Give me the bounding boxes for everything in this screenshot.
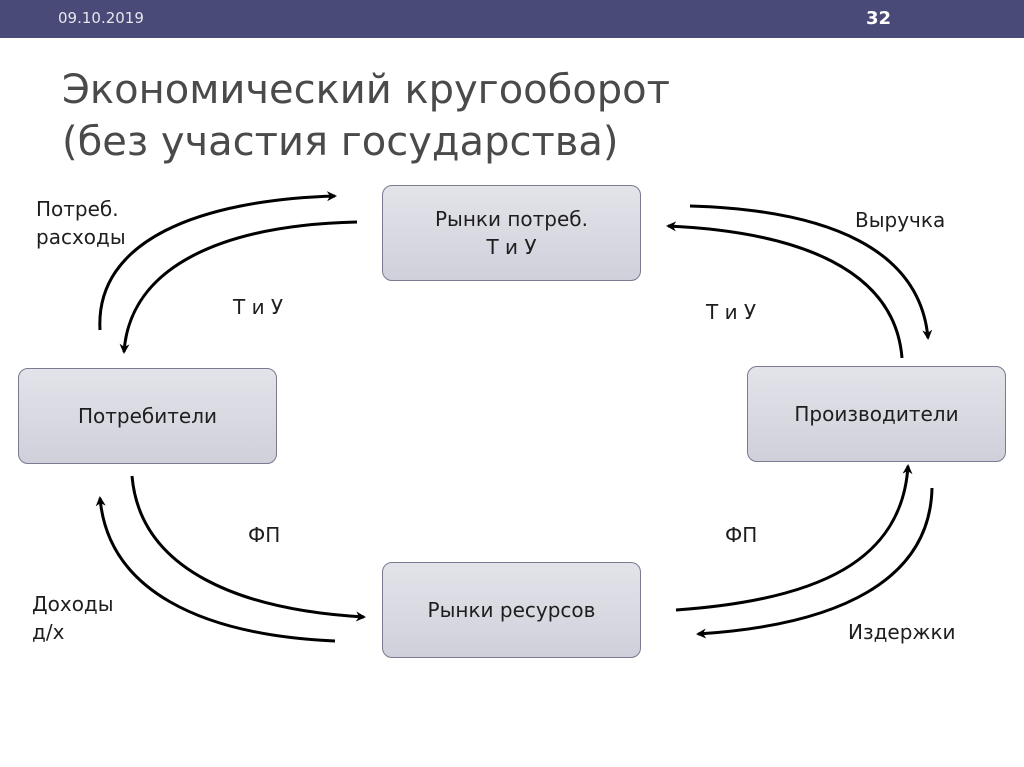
- node-resource-market: Рынки ресурсов: [382, 562, 641, 658]
- consumer-spending-line-2: расходы: [36, 225, 126, 249]
- label-goods-right: Т и У: [706, 300, 757, 324]
- node-consumer-market: Рынки потреб. Т и У: [382, 185, 641, 281]
- slide-date: 09.10.2019: [58, 9, 144, 27]
- arrow-goods-inner: [119, 220, 358, 354]
- header-bar: 09.10.2019 32: [0, 0, 1024, 38]
- label-fp-right: ФП: [725, 523, 758, 547]
- label-goods-left: Т и У: [233, 295, 284, 319]
- producers-label: Производители: [794, 402, 959, 426]
- arrow-fp-left-inner: [130, 475, 366, 622]
- label-fp-left: ФП: [248, 523, 281, 547]
- node-producers: Производители: [747, 366, 1006, 462]
- consumer-market-line-1: Рынки потреб.: [434, 207, 589, 231]
- arrow-costs-outer: [696, 487, 934, 639]
- arrow-income-outer: [95, 496, 336, 643]
- arrow-spending-outer: [98, 191, 337, 331]
- arrow-revenue-outer: [689, 204, 933, 340]
- node-consumers: Потребители: [18, 368, 277, 464]
- consumer-market-line-2: Т и У: [486, 235, 537, 259]
- label-revenue: Выручка: [855, 208, 946, 232]
- title-line-1: Экономический кругооборот: [62, 67, 670, 113]
- income-line-1: Доходы: [32, 592, 114, 616]
- resource-market-label: Рынки ресурсов: [427, 598, 596, 622]
- label-income: Доходы д/х: [32, 590, 114, 646]
- slide-number: 32: [866, 8, 892, 29]
- consumer-spending-line-1: Потреб.: [36, 197, 119, 221]
- arrow-goods-right-inner: [666, 221, 904, 359]
- label-costs: Издержки: [848, 620, 956, 644]
- consumers-label: Потребители: [78, 404, 217, 428]
- slide-title: Экономический кругооборот (без участия г…: [62, 64, 962, 168]
- income-line-2: д/х: [32, 620, 65, 644]
- arrow-fp-right-inner: [675, 464, 913, 612]
- title-line-2: (без участия государства): [62, 119, 619, 165]
- label-consumer-spending: Потреб. расходы: [36, 195, 126, 251]
